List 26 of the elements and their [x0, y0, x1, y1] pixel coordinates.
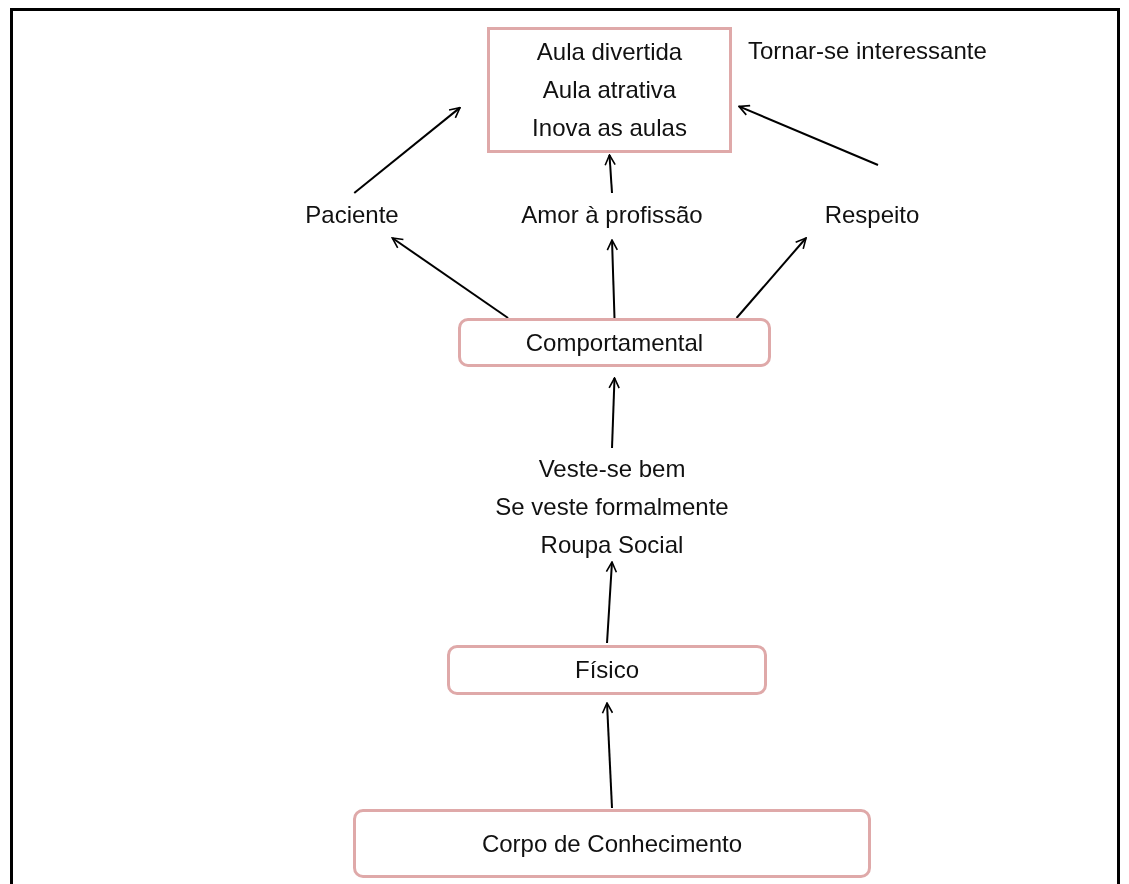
node-label: Respeito: [824, 200, 920, 230]
node-label: Corpo de Conhecimento: [481, 828, 743, 859]
node-label: Roupa Social: [540, 530, 684, 560]
node-label: Amor à profissão: [521, 200, 703, 230]
arrow: [391, 237, 510, 319]
node-label: Veste-se bem: [538, 454, 686, 484]
process-box: [353, 809, 871, 878]
process-box: [487, 27, 732, 153]
side-note: Tornar-se interessante: [748, 36, 987, 66]
arrow: [735, 237, 807, 319]
node-label: Inova as aulas: [532, 113, 687, 143]
arrow: [606, 239, 619, 319]
node-label: Se veste formalmente: [495, 492, 729, 522]
node-label: Aula divertida: [536, 37, 683, 67]
process-box: [447, 645, 767, 695]
node-label: Físico: [575, 655, 639, 685]
node-label: Paciente: [305, 200, 399, 230]
arrow: [608, 377, 620, 449]
arrow: [738, 104, 879, 166]
process-box: [458, 318, 771, 367]
node-label: Aula atrativa: [542, 75, 677, 105]
arrow: [605, 561, 618, 644]
arrow: [604, 154, 616, 194]
arrow: [601, 702, 614, 809]
node-label: Comportamental: [525, 327, 704, 358]
arrow: [353, 106, 461, 194]
